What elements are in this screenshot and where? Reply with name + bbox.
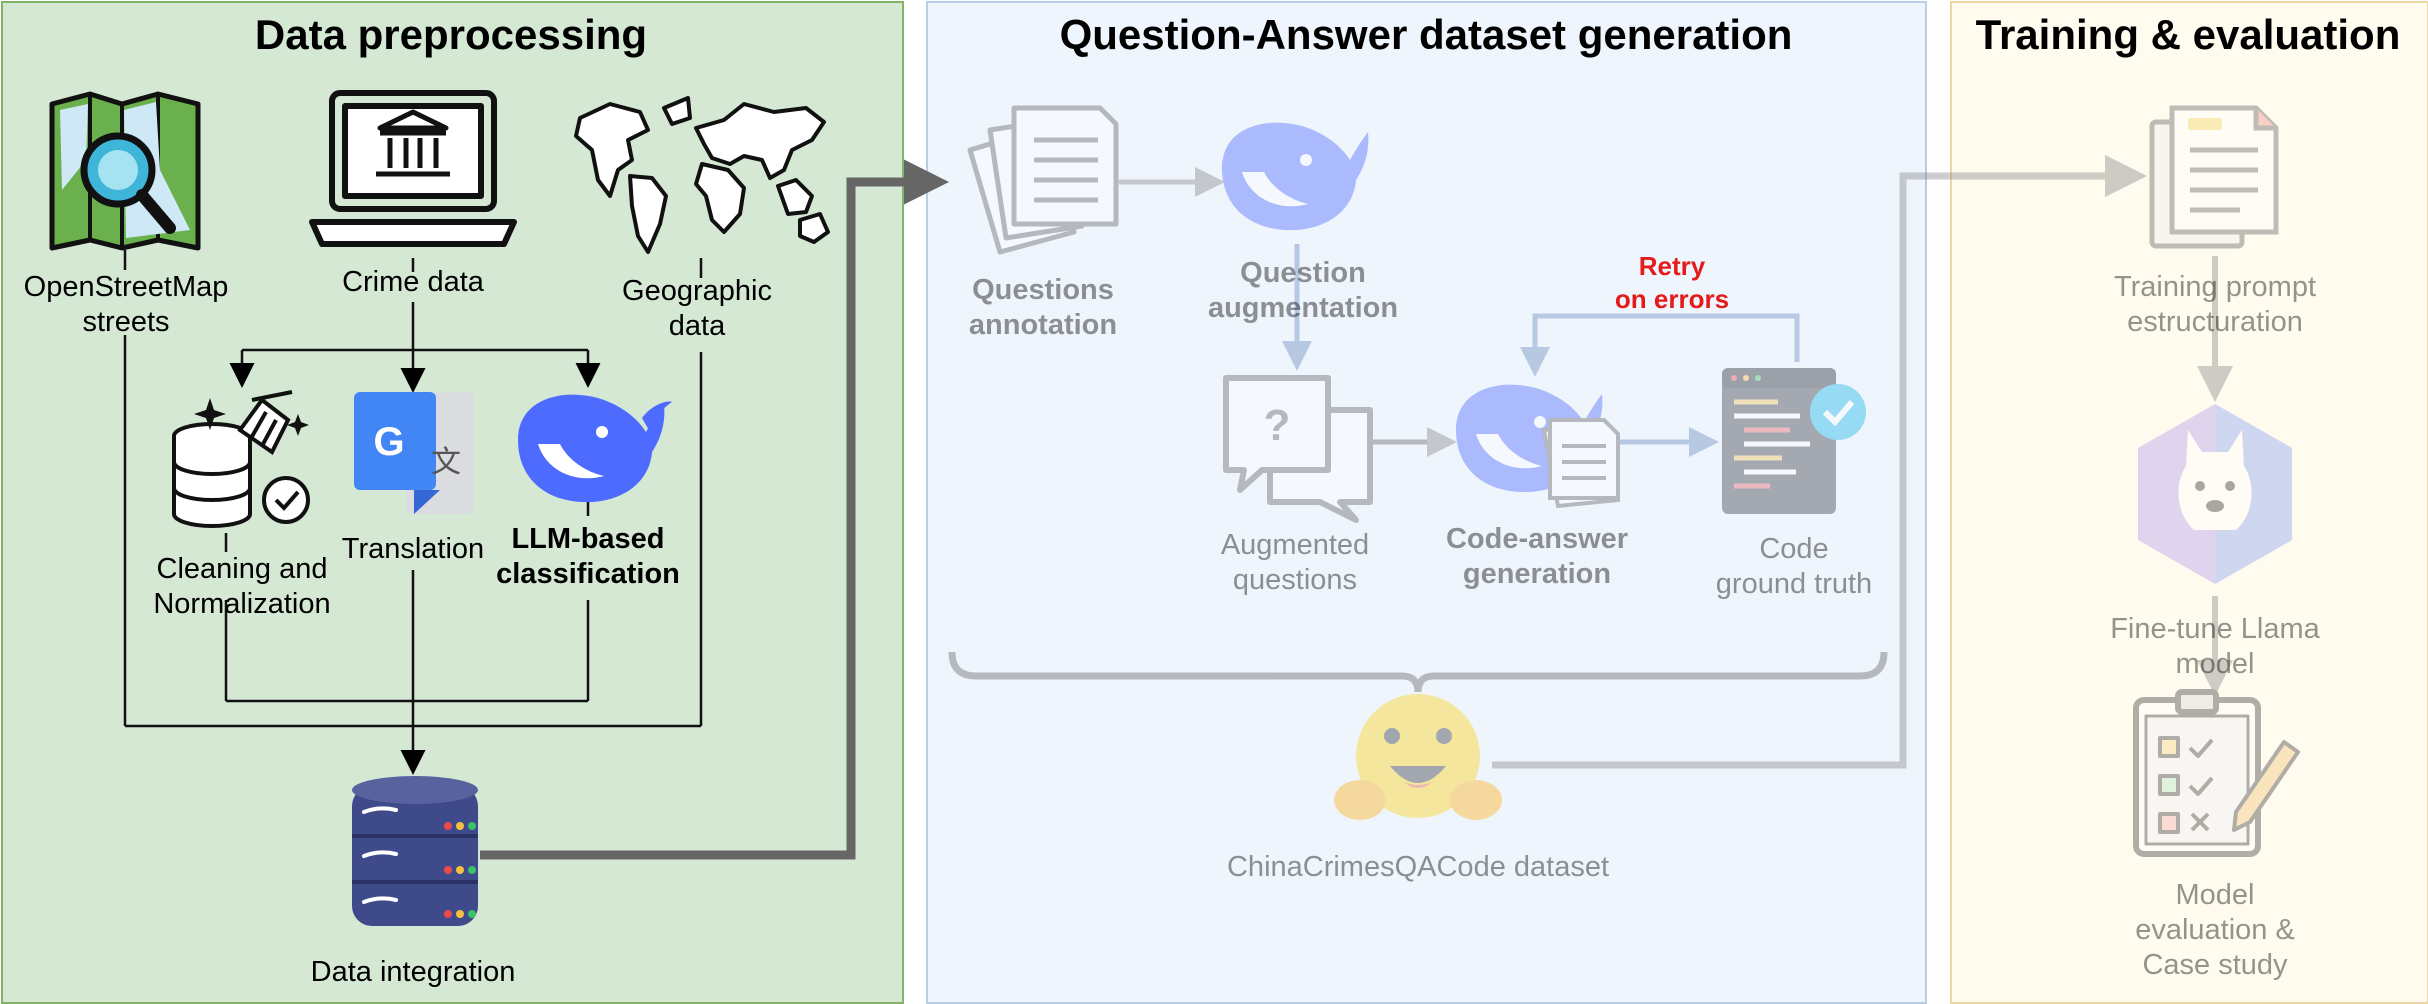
cleaning-label: Cleaning and Normalization <box>153 553 331 620</box>
question-augmentation-label: Question augmentation <box>1207 257 1399 324</box>
google-translate-icon: G 文 <box>354 392 474 514</box>
svg-text:G: G <box>373 420 404 464</box>
code-ground-truth-label: Code ground truth <box>1715 533 1873 600</box>
deepseek-whale-icon <box>1222 122 1369 231</box>
retry-loop-arrow <box>1520 313 1800 377</box>
database-server-icon <box>352 776 478 926</box>
laptop-icon <box>309 90 517 247</box>
deepseek-whale-icon <box>518 394 672 503</box>
translation-label: Translation <box>341 533 485 565</box>
evaluation-label: Model evaluation & Case study <box>2135 879 2295 981</box>
llama-icon <box>2138 404 2292 584</box>
data-integration-label: Data integration <box>310 956 516 988</box>
questions-annotation-label: Questions annotation <box>968 274 1118 341</box>
integration-to-qa-arrow <box>480 159 949 860</box>
dataset-label: ChinaCrimesQACode dataset <box>1226 851 1610 883</box>
geographic-data-label: Geographic data <box>622 275 772 342</box>
panel-title-qa-generation: Question-Answer dataset generation <box>1059 11 1793 58</box>
code-answer-generation-label: Code-answer generation <box>1445 523 1629 590</box>
prompt-document-icon <box>2149 105 2279 249</box>
world-map-icon <box>574 96 830 254</box>
retry-on-errors-label: Retry on errors <box>1614 251 1730 314</box>
training-prompt-label: Training prompt estructuration <box>2113 271 2317 338</box>
llm-classification-label: LLM-based classification <box>496 523 680 590</box>
dataset-to-training-arrow <box>1492 155 2147 769</box>
dataset-brace <box>948 651 1888 693</box>
map-search-icon <box>49 91 201 251</box>
augmented-questions-label: Augmented questions <box>1220 529 1370 596</box>
panel-title-training: Training & evaluation <box>1975 11 2401 58</box>
database-cleaning-icon <box>172 390 310 528</box>
osm-label: OpenStreetMap streets <box>23 271 229 338</box>
finetune-label: Fine-tune Llama model <box>2110 613 2320 680</box>
svg-text:?: ? <box>1264 401 1291 450</box>
panel-qa-generation <box>926 1 1927 1004</box>
svg-text:文: 文 <box>431 445 461 480</box>
crime-data-label: Crime data <box>342 266 484 298</box>
hugging-face-icon <box>1334 694 1502 820</box>
clipboard-checklist-icon <box>2133 689 2300 857</box>
chat-question-icon: ? <box>1223 375 1373 523</box>
preprocessing-connectors <box>123 250 703 775</box>
code-window-icon <box>1722 368 1866 514</box>
panel-title-preprocessing: Data preprocessing <box>254 11 648 58</box>
document-icon <box>1541 418 1621 509</box>
deepseek-whale-icon <box>1456 384 1603 493</box>
documents-icon <box>967 105 1119 255</box>
